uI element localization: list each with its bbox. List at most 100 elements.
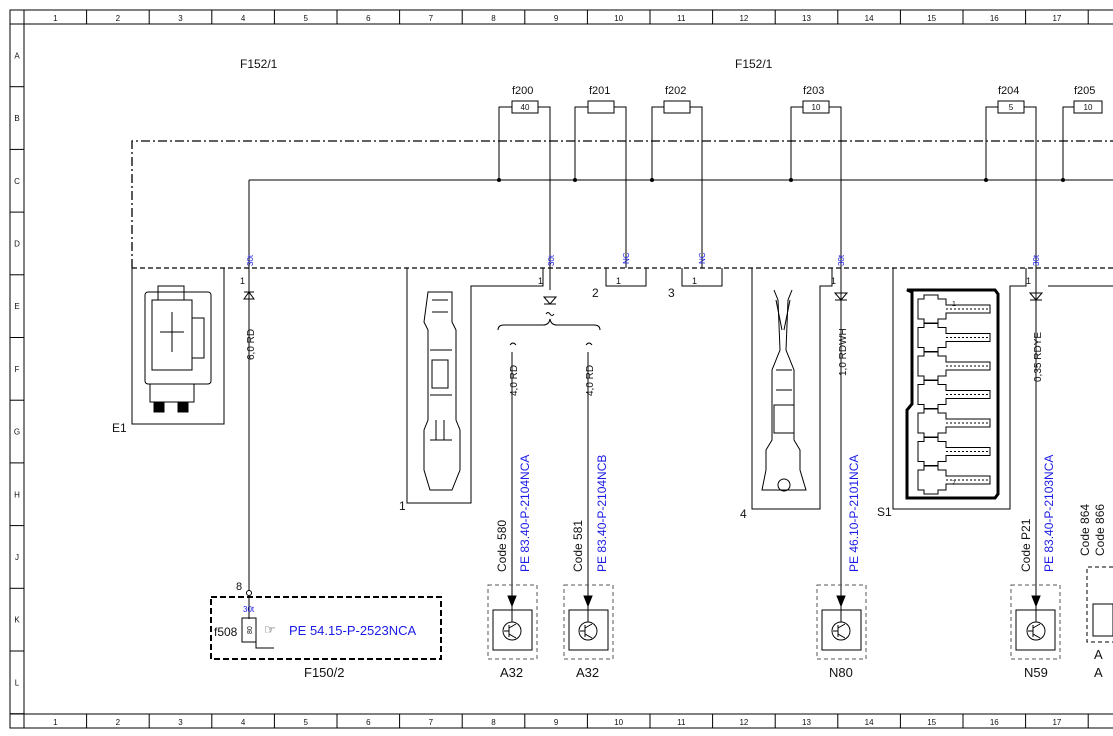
s1-cavity — [917, 323, 991, 352]
svg-text:1: 1 — [538, 276, 543, 286]
svg-text:1: 1 — [692, 276, 697, 286]
fuse-label: f200 — [512, 85, 533, 97]
component-f150: F150/2 — [304, 665, 344, 680]
row-label: F — [15, 365, 20, 374]
svg-text:1: 1 — [616, 276, 621, 286]
column-label: 1 — [53, 14, 58, 23]
component-e1: E1 — [112, 421, 127, 435]
component-a32a: A32 — [500, 665, 523, 680]
row-label: C — [14, 177, 20, 186]
reference-a32b: PE 83.40-P-2104NCB — [595, 455, 609, 572]
terminal-label: NC — [622, 252, 631, 264]
component-edge-2: A — [1094, 665, 1103, 680]
row-label: L — [15, 678, 20, 687]
transistor-module — [816, 584, 867, 660]
column-label: 5 — [303, 718, 308, 727]
column-label: 4 — [241, 718, 246, 727]
column-label: 10 — [614, 718, 623, 727]
fuse-f203: f203 10 — [790, 85, 842, 141]
column-label: 13 — [802, 14, 811, 23]
reference-n80: PE 46.10-P-2101NCA — [847, 455, 861, 572]
s1-cavity — [917, 437, 991, 466]
column-label: 7 — [429, 14, 434, 23]
code-a32a: Code 580 — [495, 520, 509, 572]
wire-label-a32a: 4,0 RD — [509, 365, 520, 396]
column-label: 9 — [554, 718, 559, 727]
column-label: 4 — [241, 14, 246, 23]
component-a32b: A32 — [576, 665, 599, 680]
s1-cavity — [917, 465, 991, 495]
code-n59: Code P21 — [1019, 518, 1033, 572]
column-label: 14 — [865, 718, 874, 727]
fuse-f201: f201 — [574, 85, 627, 141]
fuse-rating: 10 — [812, 103, 821, 112]
column-label: 13 — [802, 718, 811, 727]
column-label: 8 — [491, 718, 496, 727]
row-label: A — [14, 51, 20, 60]
column-label: 15 — [927, 718, 936, 727]
fuse-feeds — [498, 141, 1064, 268]
column-label: 12 — [739, 14, 748, 23]
fuse-f204: f204 5 — [985, 85, 1037, 141]
fuse-rating: 40 — [521, 103, 530, 112]
modules — [487, 584, 1061, 660]
column-label: 14 — [865, 14, 874, 23]
column-label: 2 — [116, 14, 121, 23]
component-edge: A — [1094, 647, 1103, 662]
f508-rating: 80 — [247, 626, 254, 634]
wire-label-n59: 0,35 RDYE — [1033, 332, 1044, 382]
row-label: D — [14, 239, 20, 248]
terminal-label: NC — [698, 252, 707, 264]
terminal-label: 30t — [246, 254, 255, 266]
column-label: 9 — [554, 14, 559, 23]
connector-1-terminal-drawing — [423, 291, 461, 491]
module-edge — [1086, 566, 1113, 643]
column-label: 8 — [491, 14, 496, 23]
pointing-hand-icon: ☞ — [264, 622, 276, 637]
svg-text:1: 1 — [240, 276, 245, 286]
code-edge-1: Code 864 — [1078, 504, 1092, 556]
connector-4-terminal-drawing — [761, 289, 807, 492]
row-label: E — [14, 302, 19, 311]
header-left: F152/1 — [240, 57, 278, 71]
column-label: 11 — [677, 718, 686, 727]
row-label: B — [14, 114, 19, 123]
terminal-label: 30t — [837, 254, 846, 266]
reference-f508: PE 54.15-P-2523NCA — [289, 623, 417, 638]
wire-label-a32b: 4,0 RD — [585, 365, 596, 396]
frame-border — [9, 9, 1113, 729]
fuse-rating: 5 — [1009, 103, 1014, 112]
wire-n59 — [1028, 268, 1044, 608]
pin-labels: 1 1 1 1 1 1 2 3 — [240, 276, 1031, 300]
code-a32b: Code 581 — [571, 520, 585, 572]
component-s1: S1 — [877, 505, 892, 519]
column-label: 16 — [990, 718, 999, 727]
column-label: 16 — [990, 14, 999, 23]
fuse-label: f203 — [803, 85, 824, 97]
s1-cavity — [917, 294, 991, 324]
row-label: G — [14, 428, 20, 437]
row-label: J — [15, 553, 19, 562]
transistor-module — [1010, 584, 1061, 660]
column-label: 3 — [178, 14, 183, 23]
fuse-f205: f205 10 — [1062, 85, 1103, 141]
column-label: 15 — [927, 14, 936, 23]
reference-n59: PE 83.40-P-2103NCA — [1042, 455, 1056, 572]
column-label: 10 — [614, 14, 623, 23]
fuse-label: f204 — [998, 85, 1019, 97]
s1-cavity — [917, 351, 991, 381]
column-label: 12 — [739, 718, 748, 727]
wire-e1 — [243, 268, 255, 619]
s1-cavity — [917, 408, 991, 438]
f508-pin-label: 8 — [236, 581, 242, 593]
s1-connector-drawing — [905, 288, 1000, 500]
row-label: H — [14, 490, 20, 499]
wire-n80 — [833, 268, 849, 608]
fuse-label: f205 — [1074, 85, 1095, 97]
column-label: 7 — [429, 718, 434, 727]
column-label: 1 — [53, 718, 58, 727]
column-label: 2 — [116, 718, 121, 727]
f150-box — [210, 596, 442, 660]
